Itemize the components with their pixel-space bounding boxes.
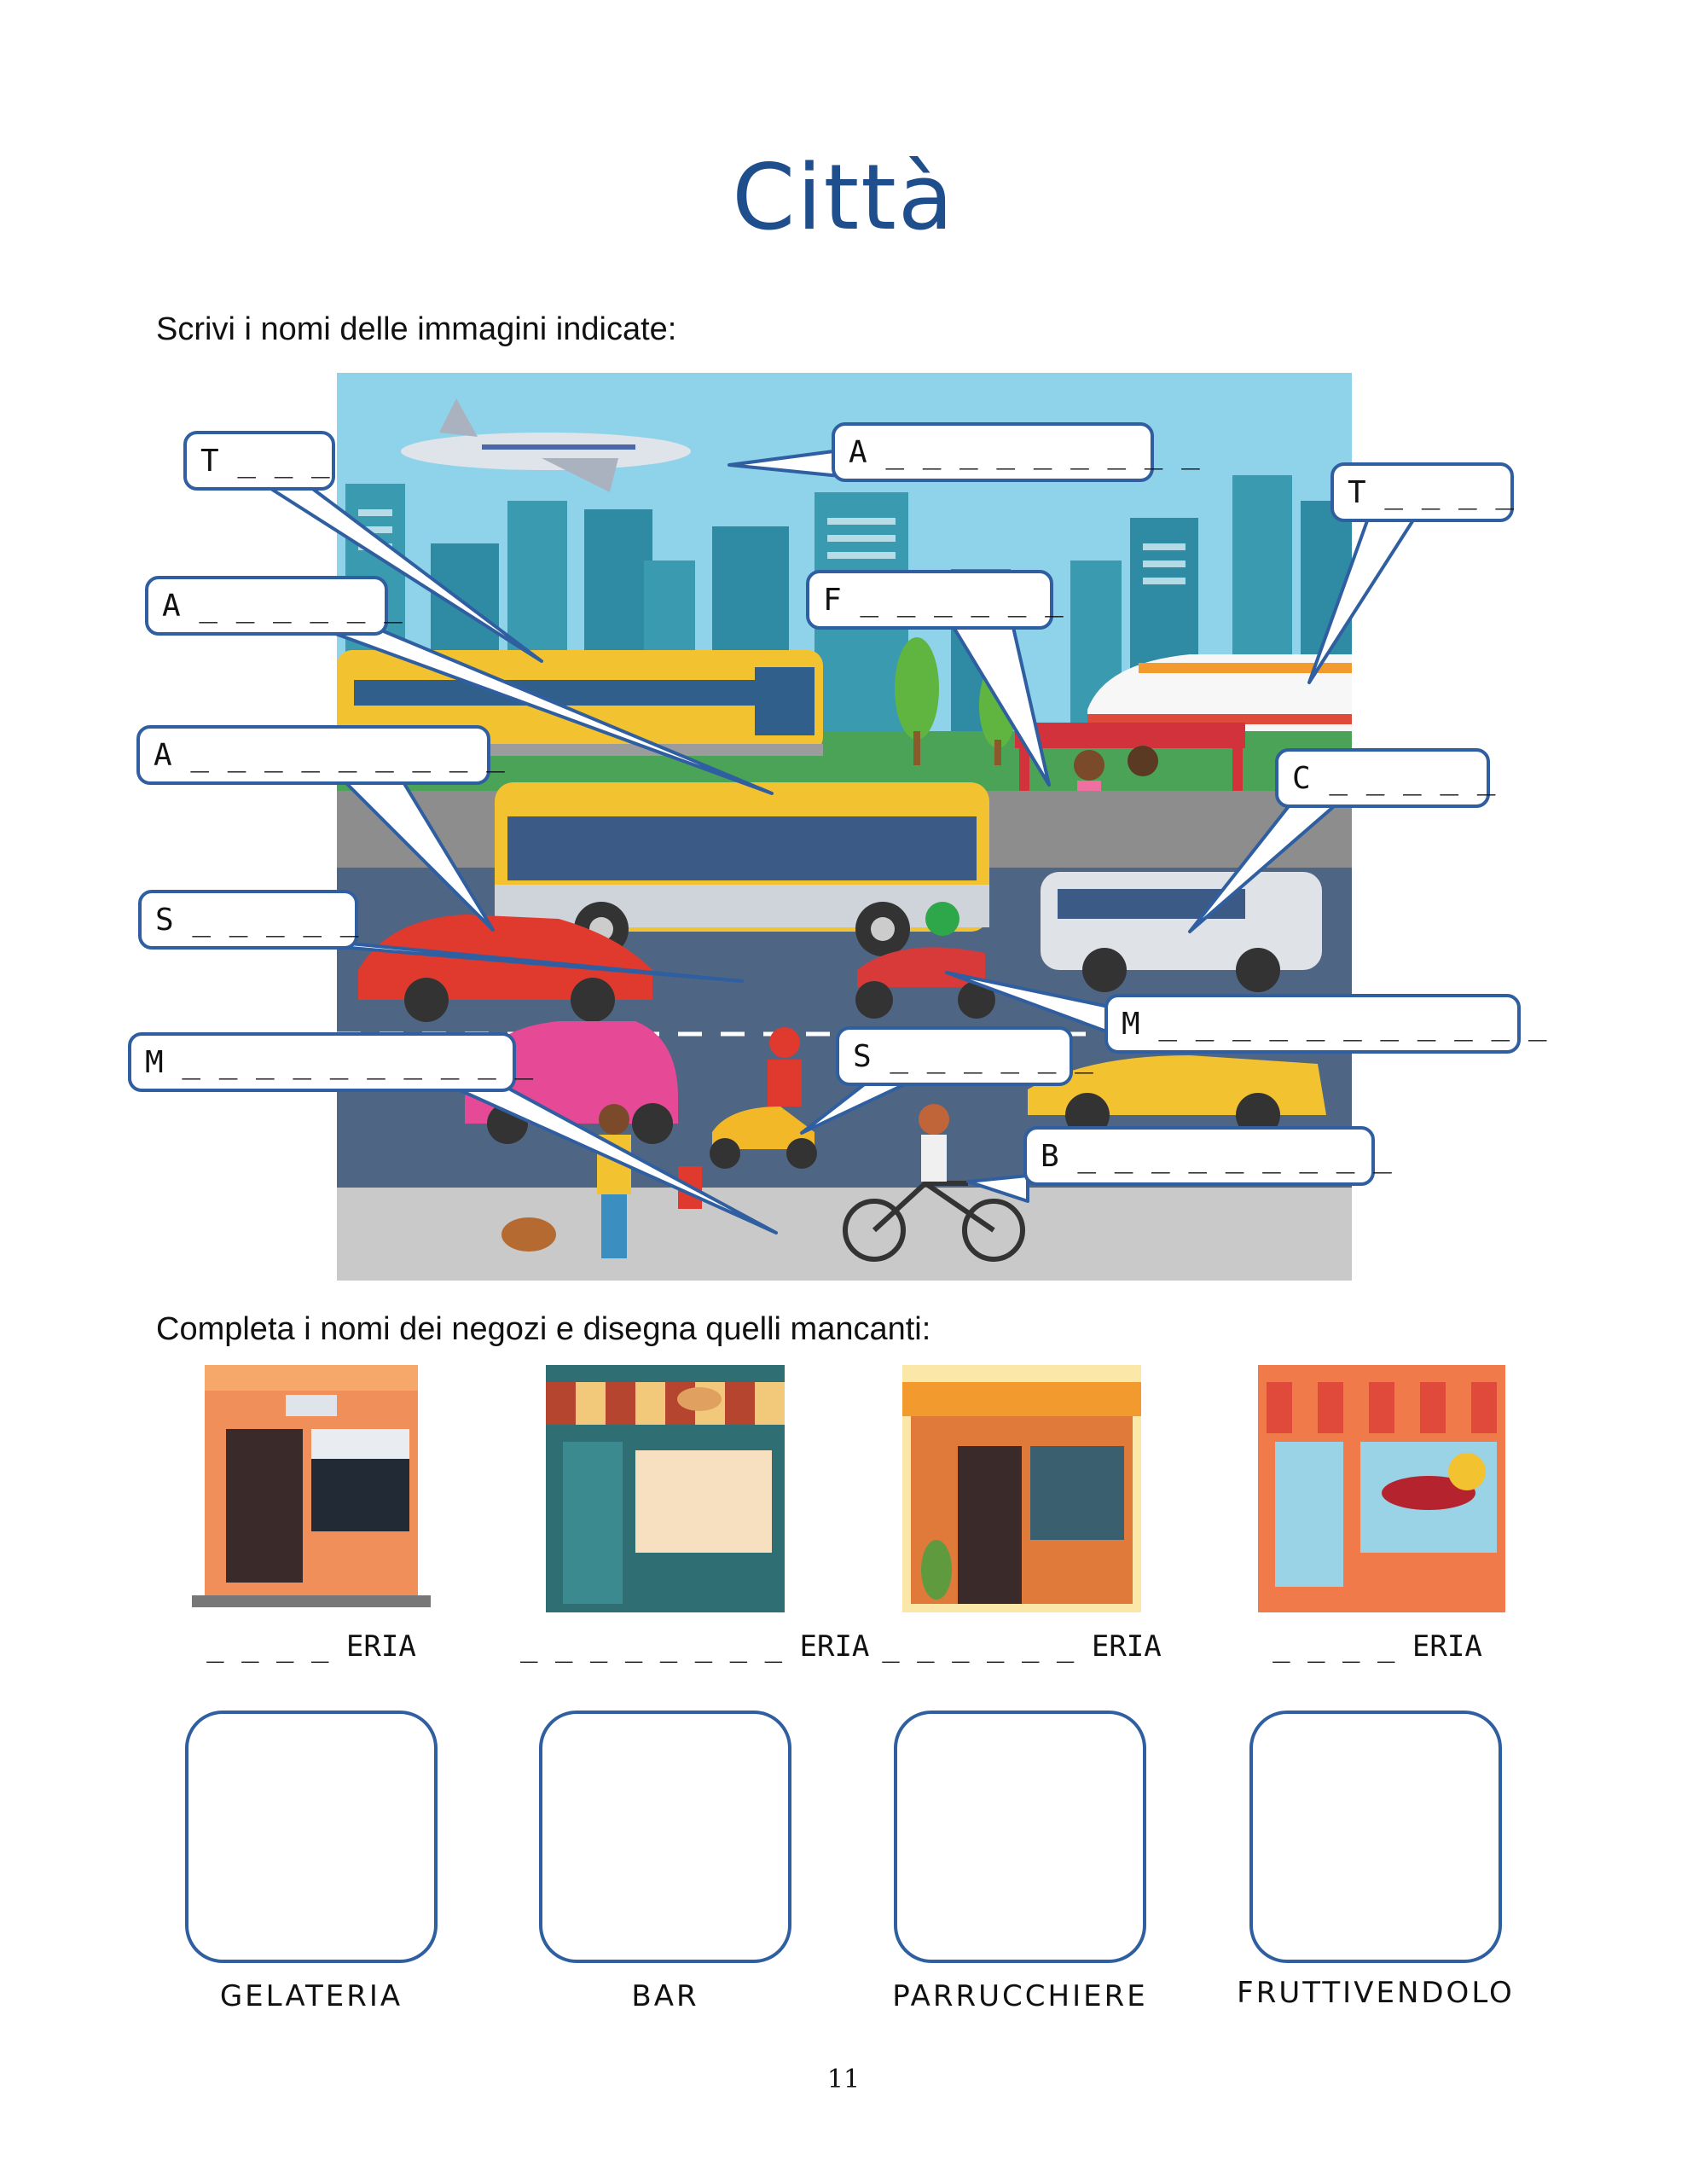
hydrant — [678, 1166, 702, 1209]
page-title: Città — [732, 145, 955, 250]
city-illustration — [337, 373, 1352, 1281]
shop-4-name-blank[interactable]: _ _ _ _ ERIA — [1272, 1629, 1482, 1664]
draw-box-parrucchiere[interactable] — [894, 1711, 1146, 1963]
bubble-tram: T _ _ _ — [183, 431, 335, 491]
page-number: 11 — [826, 2065, 861, 2094]
bicycle — [843, 1180, 1025, 1262]
bubble-treno: T _ _ _ _ — [1330, 462, 1514, 522]
shop-pizzeria-illustration — [1258, 1365, 1505, 1612]
shop-bookstore-illustration — [192, 1365, 431, 1612]
instruction-label-names: Scrivi i nomi delle immagini indicate: — [156, 311, 677, 347]
shop-2-name-blank[interactable]: _ _ _ _ _ _ _ _ ERIA — [520, 1629, 870, 1664]
draw-label-gelateria: GELATERIA — [219, 1979, 403, 2013]
shop-pastry-illustration — [902, 1365, 1141, 1612]
airplane — [401, 398, 691, 492]
tram — [337, 650, 823, 756]
train — [1087, 654, 1352, 731]
draw-label-parrucchiere: PARRUCCHIERE — [892, 1979, 1148, 2013]
instruction-complete-shops: Completa i nomi dei negozi e disegna que… — [156, 1311, 931, 1347]
draw-label-bar: BAR — [631, 1979, 699, 2013]
draw-box-bar[interactable] — [539, 1711, 791, 1963]
shop-3-name-blank[interactable]: _ _ _ _ _ _ ERIA — [882, 1629, 1162, 1664]
draw-box-fruttivendolo[interactable] — [1249, 1711, 1502, 1963]
draw-label-fruttivendolo: FRUTTIVENDOLO — [1237, 1976, 1515, 2010]
shop-1-name-blank[interactable]: _ _ _ _ ERIA — [206, 1629, 416, 1664]
draw-box-gelateria[interactable] — [185, 1711, 438, 1963]
shop-bakery-illustration — [546, 1365, 785, 1612]
bubble-strada: S _ _ _ _ _ — [138, 890, 358, 950]
